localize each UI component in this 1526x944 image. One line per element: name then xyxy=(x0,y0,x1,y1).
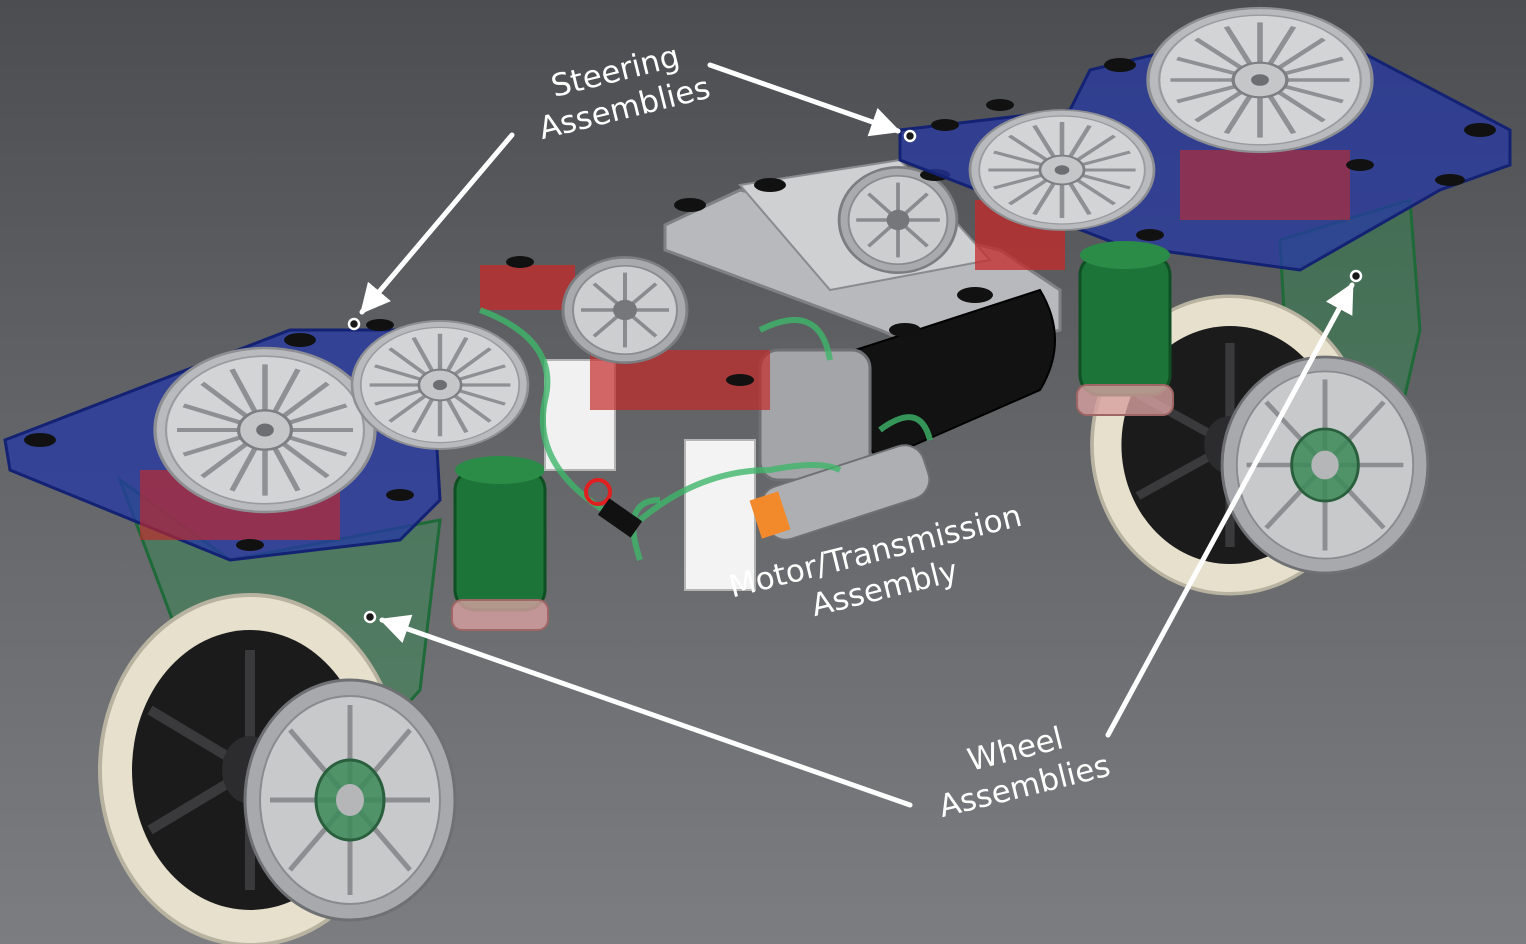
rear-right-small-pulley xyxy=(970,110,1154,230)
front-left-wheel-pulley xyxy=(245,680,455,920)
annotation-arrows xyxy=(359,62,1355,808)
pneumatic-tubes xyxy=(478,307,933,561)
rear-right-bolts xyxy=(931,58,1496,241)
rear-right-large-pulley xyxy=(1148,8,1372,152)
steering-arrow-left xyxy=(359,132,515,315)
front-left-large-pulley xyxy=(155,348,375,512)
rear-right-red-bracket xyxy=(1180,150,1350,220)
transmission-gear-left xyxy=(561,255,689,365)
front-left-small-pulley xyxy=(352,321,528,449)
steering-arrow-right xyxy=(707,62,901,137)
rear-right-module xyxy=(898,8,1512,594)
rear-right-drive-motor xyxy=(1075,239,1175,417)
transmission-red-bracket-left xyxy=(480,265,575,310)
front-left-drive-motor xyxy=(450,454,550,632)
wheel-arrow-right xyxy=(1105,282,1355,738)
annotation-anchor-points xyxy=(347,129,1363,624)
wheel-arrow-left xyxy=(379,614,913,808)
front-left-module xyxy=(3,319,594,944)
transmission-white-block-right xyxy=(684,439,756,591)
transmission-gear-center xyxy=(837,165,959,275)
motor-transmission-module xyxy=(478,158,1065,591)
fitting-red-ring xyxy=(584,478,612,506)
